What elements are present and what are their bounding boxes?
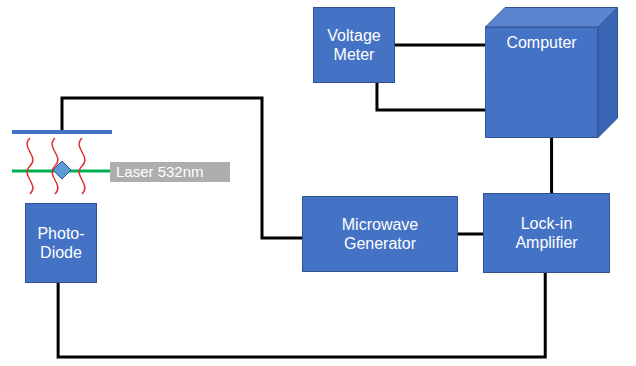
cube-shape [485,7,618,138]
microwave-wave [79,138,85,194]
cube-front [485,27,598,138]
node-label: Microwave Generator [309,215,451,253]
node-label: Lock-in Amplifier [490,214,603,252]
antenna-wire [62,98,302,238]
generator-box: Microwave Generator [302,196,458,272]
laser-tag: Laser 532nm [110,162,230,182]
cube-top [486,8,618,28]
node-label: Laser 532nm [116,163,204,181]
signal-wire [458,233,483,236]
microwave-wave [27,138,33,194]
antenna-plate [12,130,112,134]
node-label: Photo- Diode [32,224,90,262]
signal-wire [58,273,545,357]
cube-side [598,8,618,138]
diamond-sample [53,161,71,179]
node-label: Computer [487,33,596,52]
meter-box: Voltage Meter [313,7,395,83]
detector-box: Photo- Diode [25,203,97,283]
amplifier-box: Lock-in Amplifier [483,193,610,273]
signal-wire [395,44,485,47]
node-label: Voltage Meter [320,26,388,64]
computer-cube: Computer [485,7,618,138]
